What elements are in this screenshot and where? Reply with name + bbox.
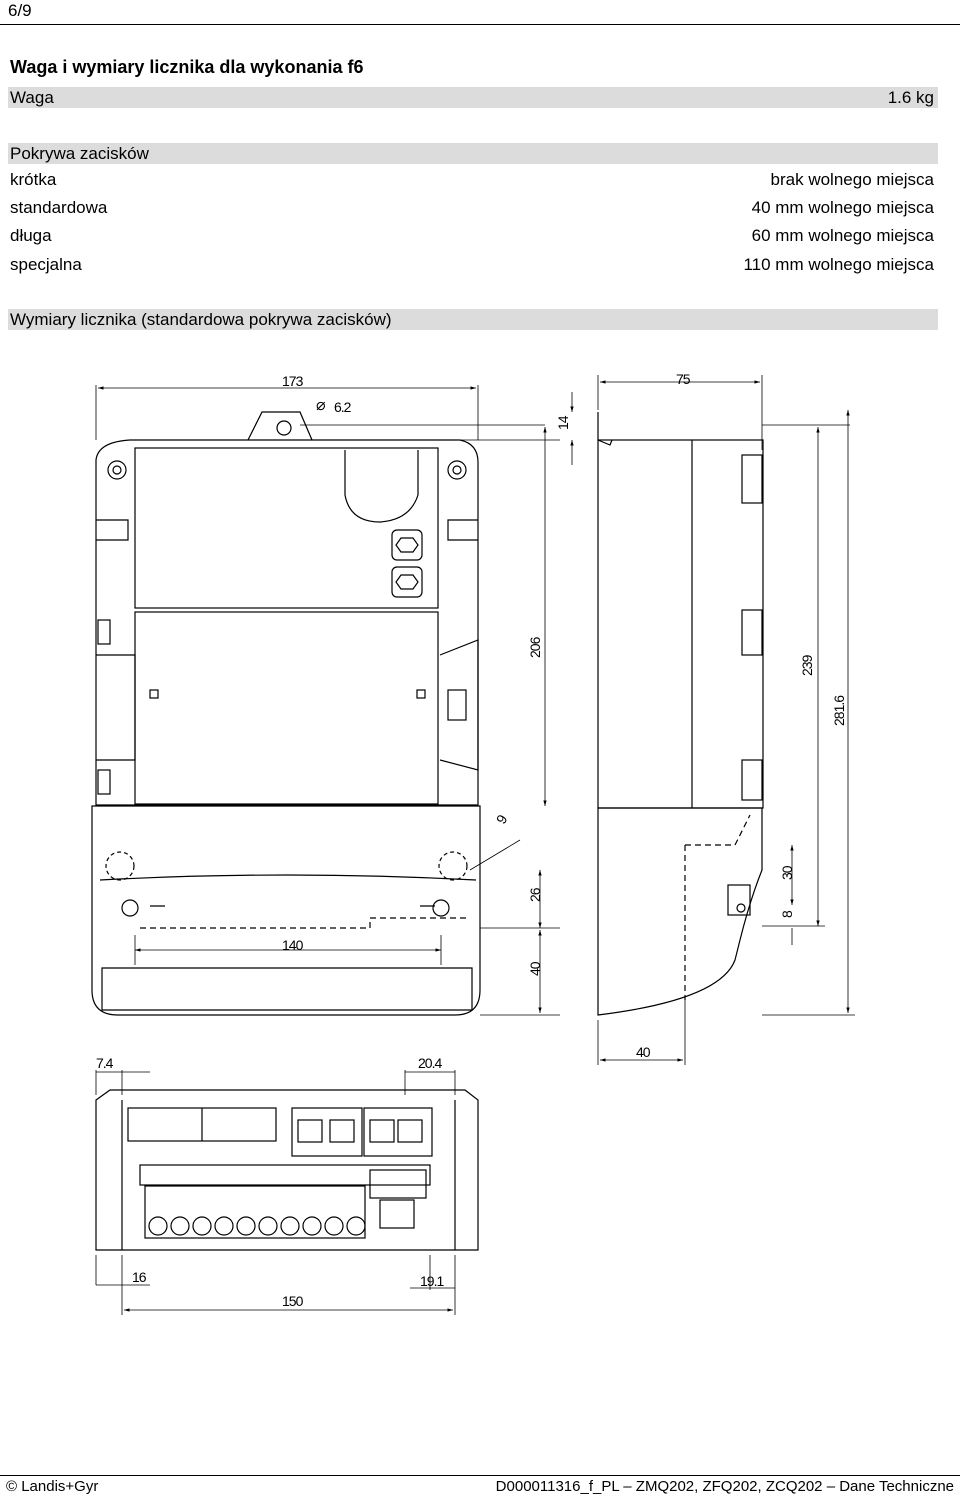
dim-label: 16	[132, 1269, 147, 1285]
side-dimensions	[570, 375, 855, 1065]
dim-label: 7.4	[96, 1055, 114, 1071]
dim-label: 8	[779, 910, 795, 918]
cover-row-value: 60 mm wolnego miejsca	[751, 226, 934, 245]
meter-dimension-drawing: 173 ⌀ 6.2 14 75 206 239 281.6 9 26 40 30…	[91, 371, 855, 1315]
dim-label: 40	[527, 961, 543, 976]
dim-label: 140	[282, 937, 304, 953]
weight-row: Waga 1.6 kg	[10, 87, 936, 108]
dim-label: 14	[555, 415, 571, 430]
side-view	[597, 412, 764, 1016]
diameter-icon: ⌀	[316, 397, 326, 414]
cover-heading: Pokrywa zacisków	[10, 144, 149, 163]
dim-label: 239	[799, 654, 815, 676]
dim-label: 26	[527, 887, 543, 902]
cover-row-label: standardowa	[10, 198, 108, 217]
dim-label: 281.6	[831, 695, 847, 726]
weight-label: Waga	[10, 88, 54, 107]
cover-row: standardowa 40 mm wolnego miejsca	[10, 197, 936, 218]
footer-copyright: © Landis+Gyr	[6, 1478, 99, 1495]
terminal-holes	[148, 1216, 366, 1236]
cover-row-label: specjalna	[10, 255, 82, 274]
dimension-labels: 173 ⌀ 6.2 14 75 206 239 281.6 9 26 40 30…	[96, 371, 847, 1309]
dim-label: 19.1	[420, 1273, 444, 1289]
cover-bar	[8, 143, 938, 164]
cover-row: długa 60 mm wolnego miejsca	[10, 225, 936, 246]
dimensions-bar	[8, 309, 938, 330]
dim-label: 40	[636, 1044, 651, 1060]
cover-row: specjalna 110 mm wolnego miejsca	[10, 254, 936, 275]
cover-row-value: brak wolnego miejsca	[770, 170, 934, 189]
header-rule	[0, 24, 960, 25]
dimensions-heading: Wymiary licznika (standardowa pokrywa za…	[10, 310, 392, 329]
cover-row-value: 40 mm wolnego miejsca	[751, 198, 934, 217]
weight-bar	[8, 87, 938, 108]
cover-row-label: krótka	[10, 170, 57, 189]
bottom-view	[95, 1089, 479, 1251]
bottom-dimensions	[95, 1070, 456, 1315]
front-view	[91, 411, 481, 1016]
dim-label: 20.4	[418, 1055, 442, 1071]
dim-label: 9	[493, 812, 511, 827]
dim-label: 150	[282, 1293, 304, 1309]
cover-row-value: 110 mm wolnego miejsca	[743, 255, 934, 274]
dim-label: 206	[527, 636, 543, 658]
dim-label: 30	[779, 865, 795, 880]
footer-rule	[0, 1475, 960, 1476]
dim-label: 173	[282, 373, 304, 389]
front-dimensions	[95, 385, 560, 1016]
page-number: 6/9	[8, 1, 32, 20]
dim-label: 6.2	[334, 399, 352, 415]
cover-row-label: długa	[10, 226, 52, 245]
dim-label: 75	[676, 371, 691, 387]
cover-row: krótka brak wolnego miejsca	[10, 169, 936, 190]
footer-document-id: D000011316_f_PL – ZMQ202, ZFQ202, ZCQ202…	[495, 1478, 954, 1495]
section-title: Waga i wymiary licznika dla wykonania f6	[10, 57, 364, 77]
weight-value: 1.6 kg	[887, 88, 934, 107]
